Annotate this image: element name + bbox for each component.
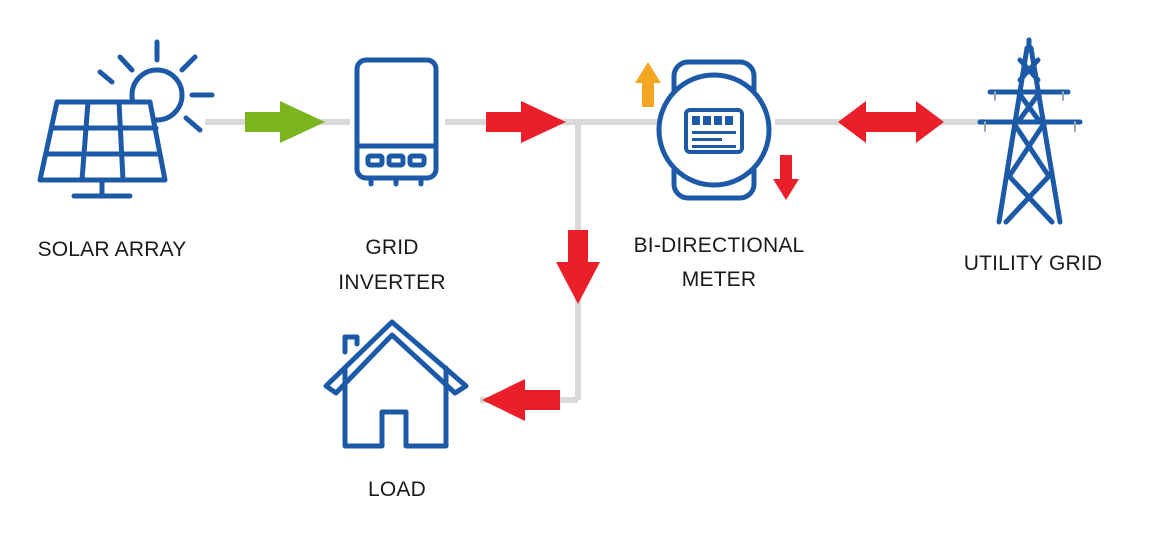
electric-meter-icon bbox=[656, 59, 772, 201]
label-meter-line1: BI-DIRECTIONAL bbox=[634, 234, 805, 257]
label-solar-array: SOLAR ARRAY bbox=[38, 238, 187, 261]
label-meter-line2: METER bbox=[682, 268, 757, 291]
solar-panel-with-sun-icon bbox=[37, 39, 215, 199]
arrows bbox=[245, 62, 944, 421]
connection-lines bbox=[205, 119, 985, 403]
label-grid-inverter-line2: INVERTER bbox=[338, 271, 445, 294]
label-load: LOAD bbox=[368, 478, 426, 501]
arrow-solar-to-inverter bbox=[245, 101, 325, 143]
arrow-meter-export-up bbox=[635, 62, 661, 107]
label-utility-grid: UTILITY GRID bbox=[964, 252, 1103, 275]
transmission-tower-icon bbox=[977, 37, 1083, 225]
grid-inverter-icon bbox=[354, 57, 439, 187]
arrow-meter-grid-bidirectional bbox=[838, 101, 944, 143]
arrow-to-load bbox=[482, 379, 560, 421]
house-icon bbox=[323, 319, 469, 449]
label-grid-inverter-line1: GRID bbox=[365, 236, 418, 259]
labels: SOLAR ARRAY GRID INVERTER BI-DIRECTIONAL… bbox=[38, 234, 1103, 501]
arrow-junction-down bbox=[556, 230, 600, 304]
arrow-inverter-to-junction bbox=[486, 101, 566, 143]
arrow-meter-import-down bbox=[773, 155, 799, 200]
